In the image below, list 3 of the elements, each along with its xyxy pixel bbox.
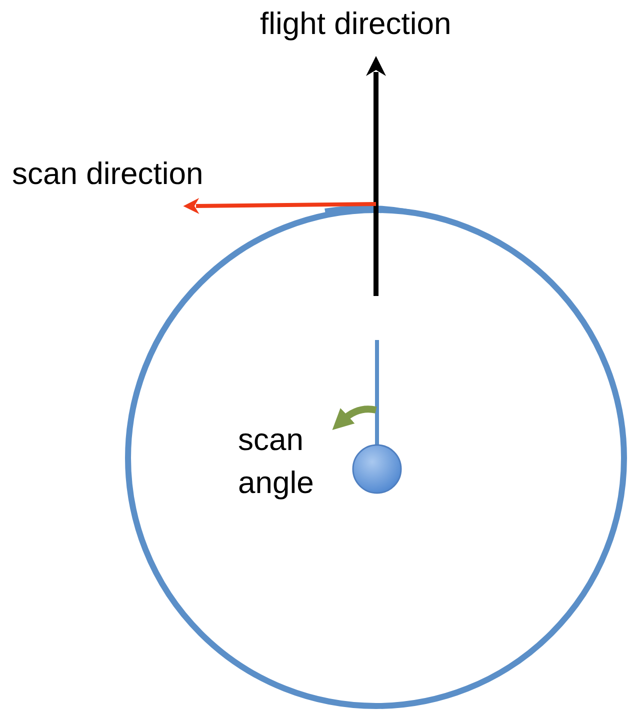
scan-direction-label: scan direction xyxy=(12,156,204,192)
scan-angle-label: scan angle xyxy=(238,421,315,502)
flight-direction-label: flight direction xyxy=(260,6,452,42)
